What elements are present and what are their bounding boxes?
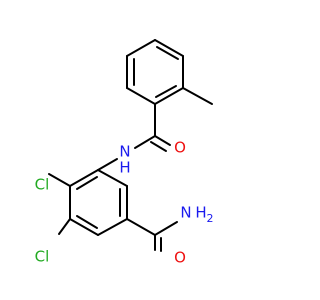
atom-labels: O N H Cl Cl N H 2 O xyxy=(35,139,214,267)
hydrogen-label: H xyxy=(119,159,130,177)
bond xyxy=(69,169,99,187)
structure-canvas: O N H Cl Cl N H 2 O xyxy=(35,39,214,267)
bond xyxy=(97,218,128,236)
chlorine-label: Cl xyxy=(35,248,50,266)
bond xyxy=(154,135,171,146)
bond xyxy=(76,215,98,229)
oxygen-label: O xyxy=(174,249,186,267)
bond xyxy=(126,87,156,105)
bonds xyxy=(48,39,213,252)
bond xyxy=(182,87,213,105)
bond xyxy=(126,39,156,57)
bond xyxy=(150,141,167,152)
bond xyxy=(58,218,71,235)
bond xyxy=(126,218,156,236)
chlorine-label: Cl xyxy=(35,176,50,194)
bond xyxy=(69,218,99,236)
nitrogen-label: N xyxy=(180,204,191,222)
nitrogen-label: N xyxy=(119,143,130,161)
bond xyxy=(154,221,178,236)
subscript-label: 2 xyxy=(207,212,214,225)
hydrogen-label: H xyxy=(195,204,206,222)
bond xyxy=(154,87,184,105)
bond xyxy=(156,46,179,60)
bond xyxy=(154,39,184,57)
bond xyxy=(134,135,156,149)
molecule-diagram: O N H Cl Cl N H 2 O xyxy=(35,39,214,267)
bond xyxy=(48,173,71,187)
bond xyxy=(155,85,177,98)
bond xyxy=(97,169,128,187)
bond xyxy=(97,158,118,171)
bond xyxy=(76,176,98,190)
oxygen-label: O xyxy=(174,139,186,157)
